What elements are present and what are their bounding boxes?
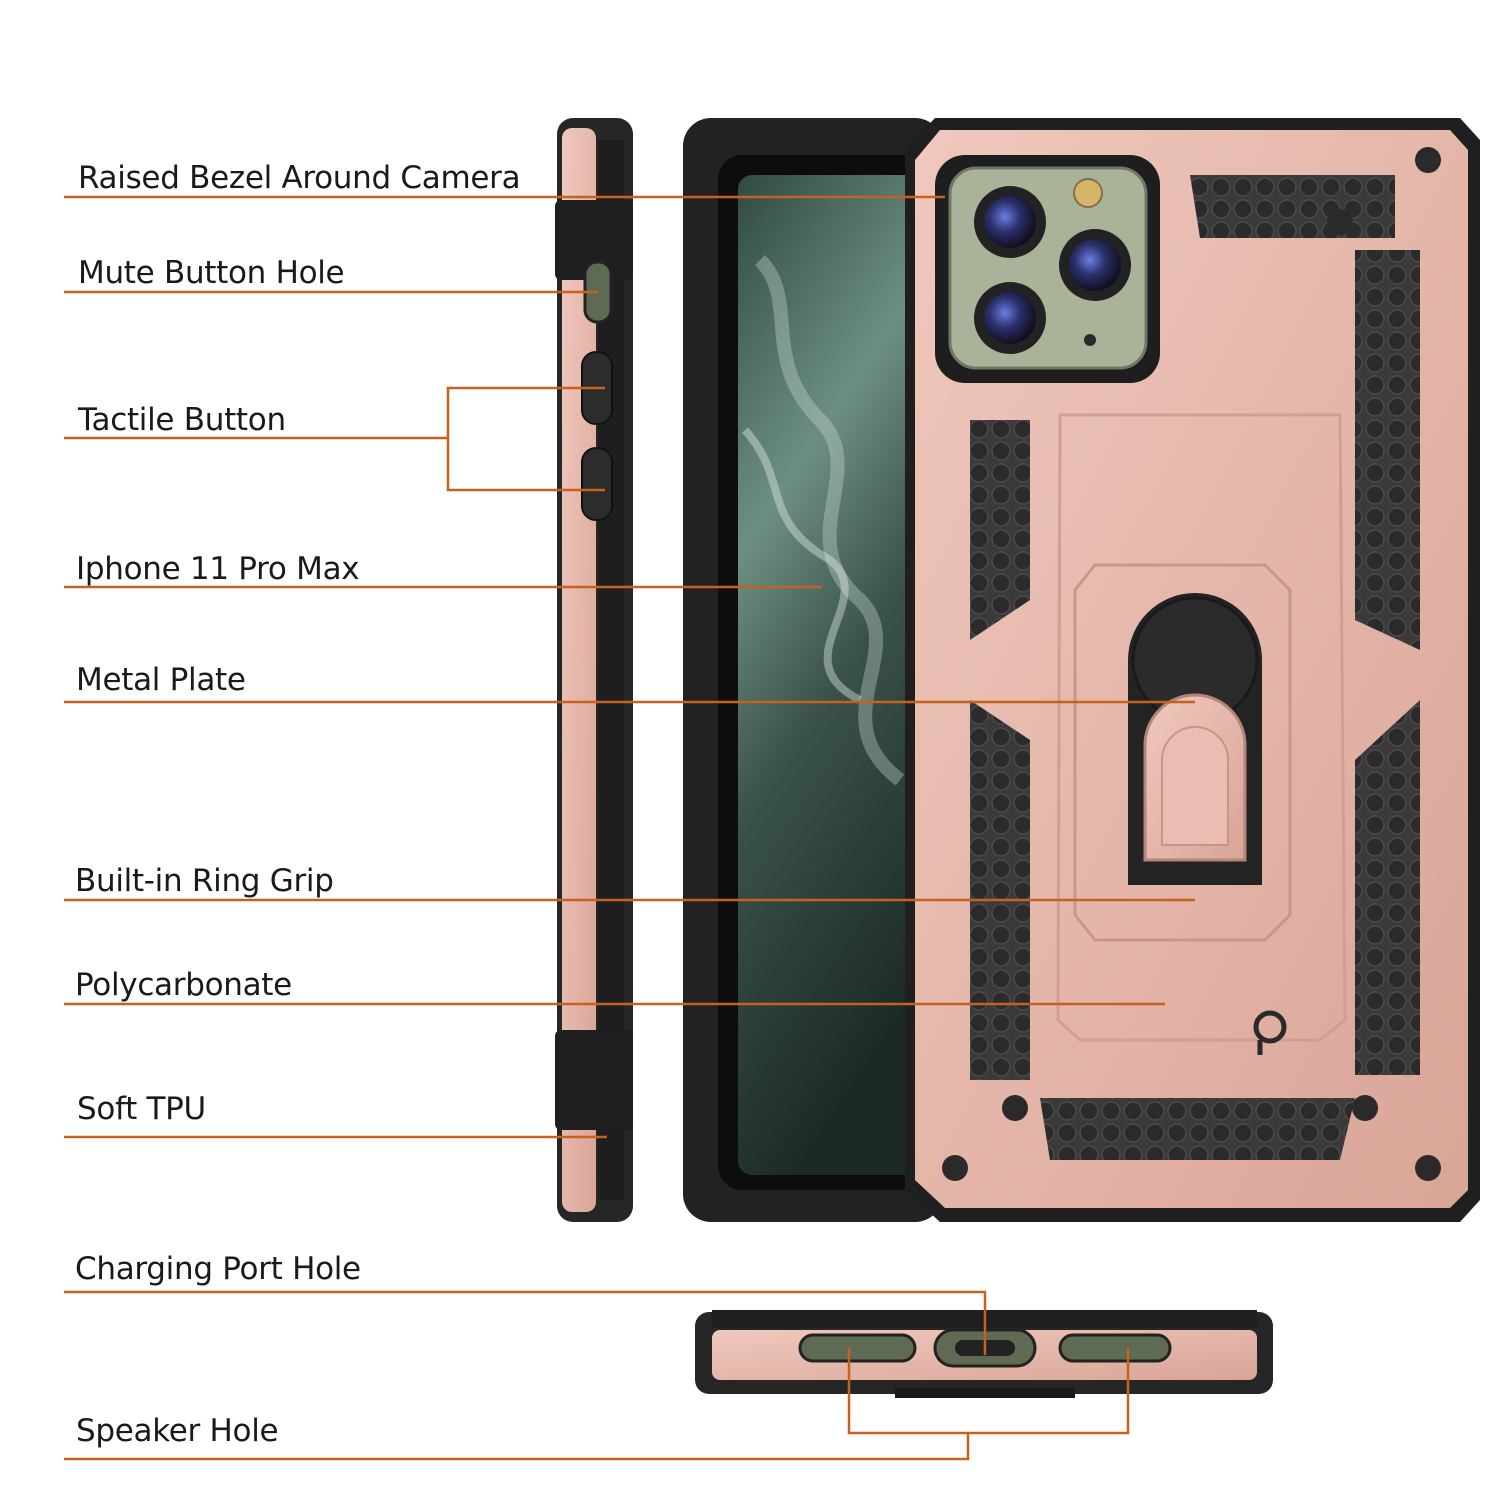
callout-metal-plate: Metal Plate bbox=[76, 662, 246, 698]
callout-speaker-hole: Speaker Hole bbox=[76, 1413, 279, 1449]
case-back-view bbox=[905, 118, 1480, 1222]
callout-soft-tpu: Soft TPU bbox=[77, 1091, 206, 1127]
callout-iphone-model: Iphone 11 Pro Max bbox=[76, 551, 360, 587]
callout-charging-port-hole: Charging Port Hole bbox=[75, 1251, 361, 1287]
callout-ring-grip: Built-in Ring Grip bbox=[75, 863, 334, 899]
phone-front-view bbox=[683, 118, 943, 1222]
callout-tactile-button: Tactile Button bbox=[78, 402, 286, 438]
case-side-view bbox=[555, 118, 633, 1222]
callout-mute-button-hole: Mute Button Hole bbox=[78, 255, 345, 291]
callout-raised-bezel: Raised Bezel Around Camera bbox=[78, 160, 521, 196]
leader-lines bbox=[64, 195, 1195, 1461]
callout-polycarbonate: Polycarbonate bbox=[75, 967, 292, 1003]
